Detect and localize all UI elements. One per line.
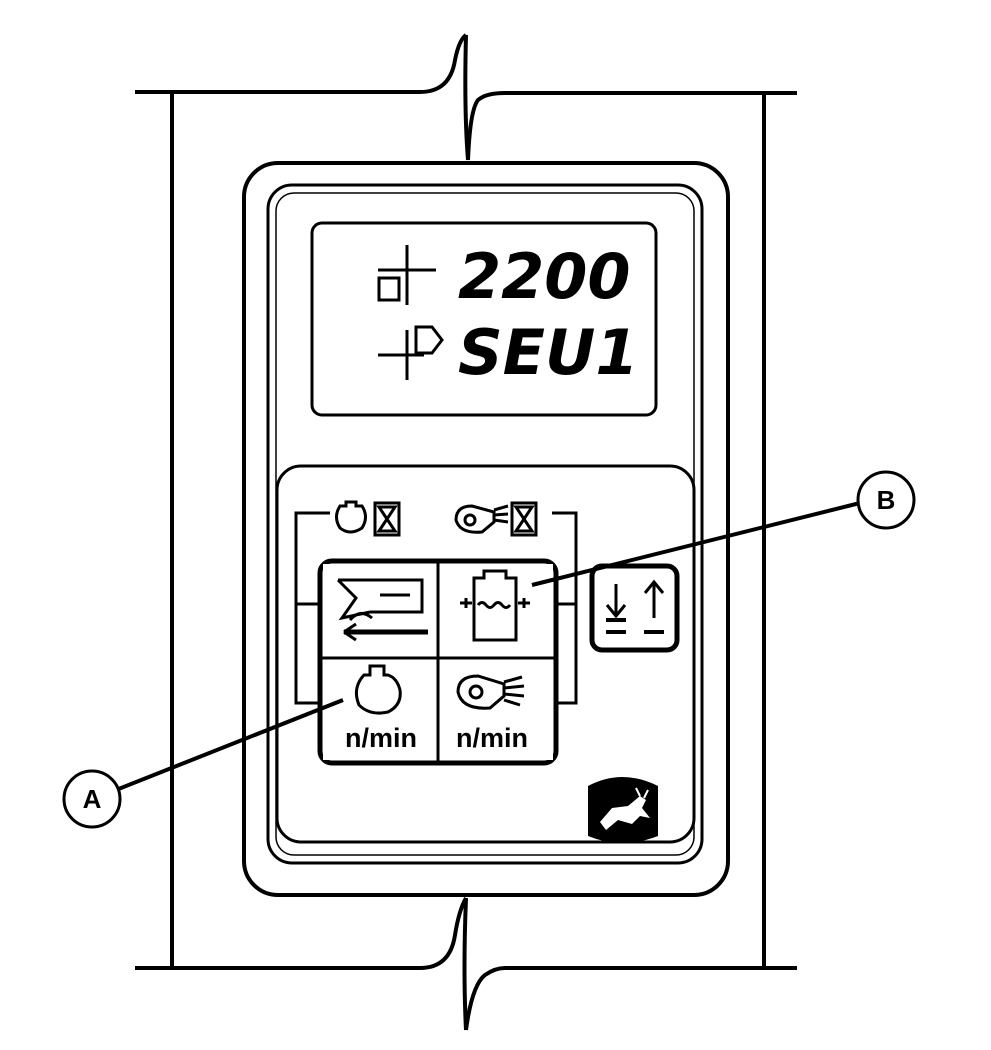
lcd-display: 2200 SEU1 [310, 221, 658, 417]
callout-a: A [62, 698, 344, 829]
mounting-frame [135, 33, 797, 1031]
heater-icon [460, 569, 530, 642]
callout-a-label: A [83, 784, 102, 814]
fan-hourglass-icon [454, 501, 538, 537]
header-icon [336, 578, 428, 642]
engine-icon [354, 664, 402, 715]
callout-b: B [531, 470, 916, 587]
deer-logo-icon [588, 777, 658, 843]
display-line2-value: SEU1 [458, 316, 639, 389]
header-button[interactable] [323, 564, 436, 656]
engine-speed-label: n/min [345, 723, 417, 753]
bracket-right [552, 511, 578, 705]
fan-icon [456, 674, 525, 710]
engine-hourglass-icon [335, 500, 401, 537]
engine-speed-button[interactable]: n/min [323, 661, 436, 760]
keypad: n/min n/min [317, 558, 559, 766]
fan-speed-button[interactable]: n/min [440, 661, 553, 760]
display-line1-value: 2200 [458, 240, 631, 313]
callout-b-label: B [877, 485, 896, 515]
raise-lower-arrows-icon [605, 579, 665, 634]
fan-speed-label: n/min [456, 723, 528, 753]
axis-arrow-icon [378, 325, 444, 380]
raise-lower-button[interactable] [589, 563, 680, 653]
bracket-left [294, 511, 330, 705]
button-area: n/min n/min [275, 464, 696, 844]
heater-button[interactable] [440, 564, 553, 656]
axis-square-icon [377, 245, 436, 305]
